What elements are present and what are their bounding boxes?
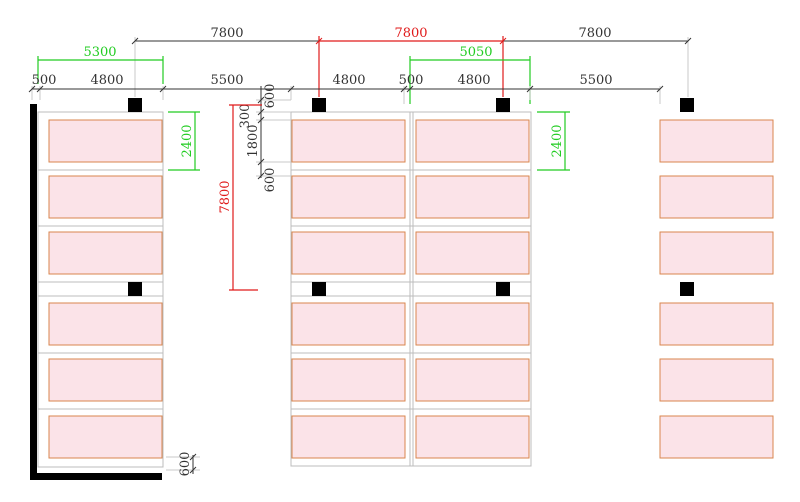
dim-tick	[400, 85, 408, 93]
dim-tick	[257, 158, 265, 166]
dim-tick	[257, 116, 265, 124]
dim-label-300: 300	[238, 104, 253, 129]
bay-a	[37, 111, 164, 468]
dim-label-600: 600	[263, 168, 278, 193]
dim-tick	[131, 37, 139, 45]
dim-tick	[189, 466, 197, 474]
dim-label-7800-red: 7800	[218, 180, 233, 213]
bay-b	[290, 111, 532, 467]
parking-panel	[48, 415, 163, 459]
bay-c	[659, 119, 774, 459]
dim-label-600: 600	[178, 452, 193, 477]
dim-label-4800: 4800	[90, 73, 123, 88]
dim-tick	[159, 85, 167, 93]
dim-vertical-green-right: 2400	[537, 111, 570, 171]
column	[680, 282, 694, 296]
parking-panel	[659, 302, 774, 346]
column	[496, 98, 510, 112]
dim-label-4800: 4800	[332, 73, 365, 88]
dim-label-5500: 5500	[210, 73, 243, 88]
column	[496, 282, 510, 296]
parking-panel	[415, 302, 530, 346]
dim-tick	[257, 96, 265, 104]
parking-panel	[291, 231, 406, 275]
dim-tick	[406, 85, 414, 93]
dim-tick	[315, 37, 323, 45]
dim-label-1800: 1800	[246, 124, 261, 157]
dim-label-5300: 5300	[83, 45, 116, 60]
dim-label-600: 600	[263, 84, 278, 109]
dim-label-2400: 2400	[550, 124, 565, 157]
dim-green-spans: 5300 5050	[37, 45, 531, 104]
dim-tick	[526, 85, 534, 93]
parking-panel	[48, 302, 163, 346]
column	[312, 98, 326, 112]
parking-panel	[291, 175, 406, 219]
dim-tick	[499, 37, 507, 45]
parking-panel	[415, 231, 530, 275]
dim-label-5050: 5050	[459, 45, 492, 60]
parking-panel	[291, 119, 406, 163]
parking-panel	[415, 358, 530, 402]
parking-panel	[291, 358, 406, 402]
bay-frame	[37, 111, 164, 468]
dim-tick	[36, 85, 44, 93]
dim-row-top: 7800 7800 7800	[131, 26, 692, 97]
dim-row-second: 500 4800 5500 4800 500 4800 5500	[28, 73, 664, 104]
dim-label-5500: 5500	[579, 73, 612, 88]
parking-panel	[659, 175, 774, 219]
dim-label-7800: 7800	[210, 26, 243, 41]
parking-panel	[415, 415, 530, 459]
column	[680, 98, 694, 112]
parking-panel	[291, 415, 406, 459]
dim-vertical-chain: 600 300 1800 600	[238, 84, 291, 193]
dim-label-4800: 4800	[457, 73, 490, 88]
dim-tick	[257, 172, 265, 180]
dim-tick	[257, 108, 265, 116]
dim-tick	[189, 453, 197, 461]
parking-panel	[659, 119, 774, 163]
parking-panel	[659, 415, 774, 459]
parking-panel	[48, 231, 163, 275]
dim-tick	[684, 37, 692, 45]
columns	[128, 98, 694, 296]
left-wall	[30, 104, 37, 480]
parking-panel	[659, 358, 774, 402]
dim-tick	[287, 85, 295, 93]
wall	[30, 104, 162, 480]
dim-label-7800-red: 7800	[394, 26, 427, 41]
dim-tick	[28, 85, 36, 93]
parking-panel	[659, 231, 774, 275]
dim-label-500: 500	[32, 73, 57, 88]
parking-panel	[48, 358, 163, 402]
dim-vertical-red: 7800	[218, 104, 262, 291]
dim-label-500: 500	[399, 73, 424, 88]
column	[128, 98, 142, 112]
parking-panel	[415, 175, 530, 219]
dim-tick	[656, 85, 664, 93]
column	[312, 282, 326, 296]
dim-label-7800: 7800	[578, 26, 611, 41]
parking-panel	[291, 302, 406, 346]
parking-panel	[415, 119, 530, 163]
bay-frame	[290, 111, 532, 467]
parking-panel	[48, 175, 163, 219]
bottom-wall	[30, 473, 162, 480]
dim-vertical-green-left: 2400	[168, 111, 200, 171]
dim-vertical-bottom: 600	[166, 452, 200, 477]
parking-panel	[48, 119, 163, 163]
dim-label-2400: 2400	[180, 124, 195, 157]
column	[128, 282, 142, 296]
